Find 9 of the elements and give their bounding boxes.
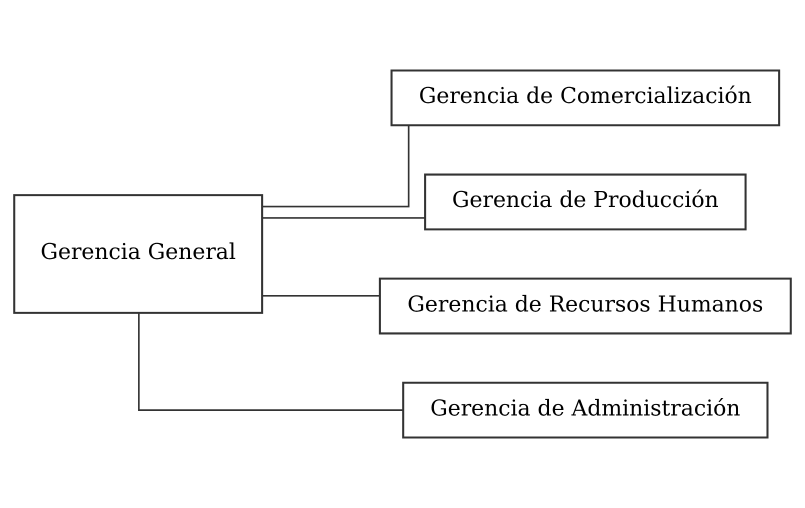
node-box: Gerencia de Recursos Humanos [378, 278, 792, 334]
connector [262, 217, 426, 219]
node-box: Gerencia General [13, 194, 264, 314]
connector [262, 125, 410, 208]
node-box: Gerencia de Administración [402, 382, 769, 439]
node-box: Gerencia de Comercialización [390, 69, 780, 126]
connector [138, 313, 404, 411]
node-box: Gerencia de Producción [424, 174, 747, 230]
connector [262, 294, 380, 297]
